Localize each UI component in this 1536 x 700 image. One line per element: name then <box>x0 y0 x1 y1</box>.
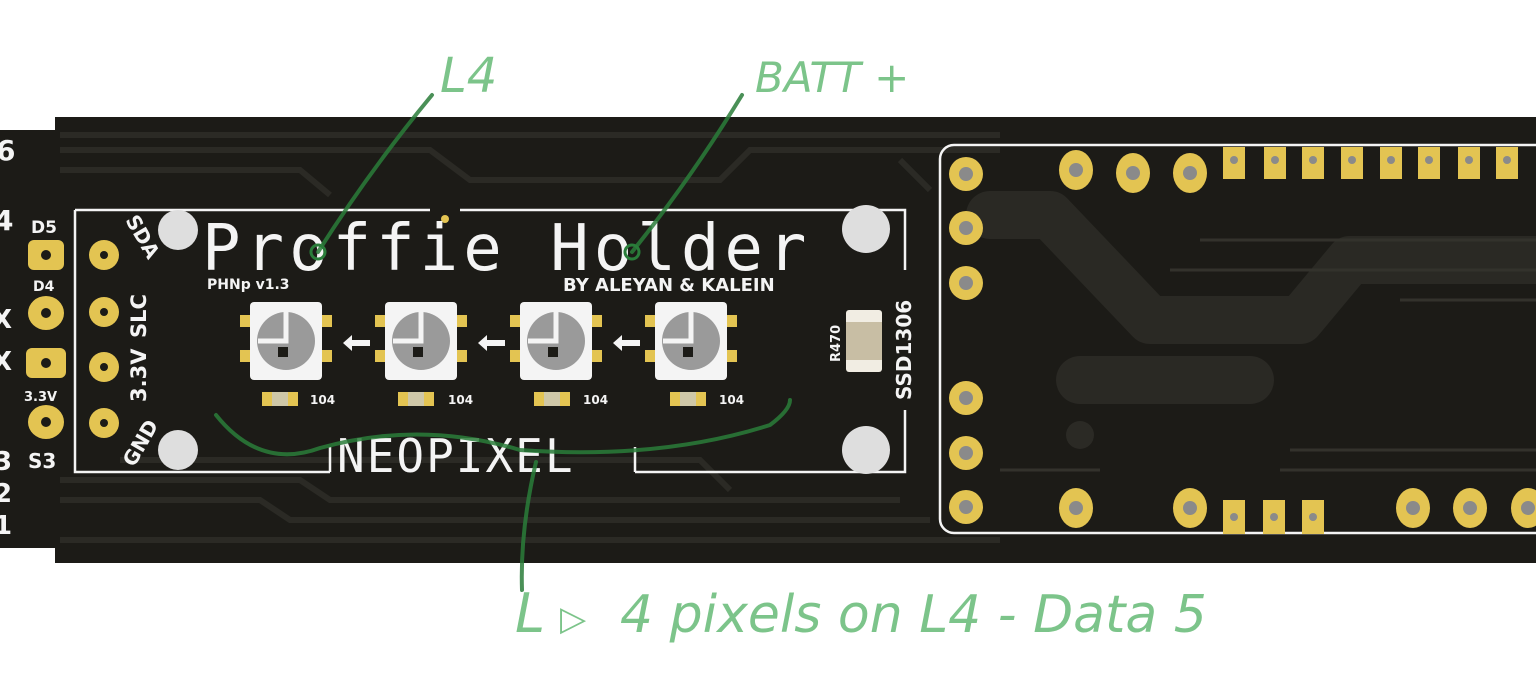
capacitors: 104 104 104 104 <box>262 392 744 407</box>
annotation-note-arrow: ▷ <box>560 599 587 639</box>
mount-hole-tr <box>842 205 890 253</box>
mount-hole-br <box>842 426 890 474</box>
resistor-r470: R470 <box>829 310 882 372</box>
annotation-note-prefix: L <box>515 582 545 645</box>
led-2 <box>375 302 467 380</box>
oled-bottom-pads <box>1059 488 1536 534</box>
cap-3-label: 104 <box>583 393 608 407</box>
board-credit: BY ALEYAN & KALEIN <box>563 275 775 296</box>
oled-label: SSD1306 <box>892 300 916 400</box>
edge-pins: D5 D4 3.3V S3 <box>24 218 66 473</box>
oled-top-pads <box>1059 150 1207 193</box>
cap-4-label: 104 <box>719 393 744 407</box>
led-4 <box>645 302 737 380</box>
edge-partial-4: 4 <box>0 204 13 237</box>
annotation-l4: L4 <box>440 48 497 104</box>
board-version: PHNp v1.3 <box>207 277 290 293</box>
pcb-board <box>0 117 1536 563</box>
edge-pin-s3-label: S3 <box>28 449 56 473</box>
resistor-label: R470 <box>829 325 844 362</box>
edge-pin-d4-label: D4 <box>33 279 55 295</box>
led-1 <box>240 302 332 380</box>
data-flow-arrows <box>343 335 640 351</box>
neopixel-leds <box>240 302 737 380</box>
edge-partial-2: 2 <box>0 479 12 509</box>
edge-partial-x2: X <box>0 347 12 377</box>
led-3 <box>510 302 602 380</box>
batt-pointer <box>630 93 744 254</box>
mount-hole-bl <box>158 430 198 470</box>
oled-left-pads <box>949 157 983 524</box>
cap-4: 104 <box>670 392 744 407</box>
edge-partial-x1: X <box>0 305 12 335</box>
annotations: L4 BATT + L ▷ 4 pixels on L4 - Data 5 <box>214 48 1207 645</box>
edge-partial-labels: 6 4 X X 3 2 1 <box>0 134 15 541</box>
connector-pins <box>89 240 119 438</box>
cap-2-label: 104 <box>448 393 473 407</box>
cap-1-label: 104 <box>310 393 335 407</box>
neopixel-underline <box>214 398 792 457</box>
cap-1: 104 <box>262 392 335 407</box>
annotation-batt: BATT + <box>755 53 909 102</box>
edge-pin-3v3-label: 3.3V <box>24 390 57 405</box>
cap-2: 104 <box>398 392 473 407</box>
fiducial <box>441 215 449 223</box>
board-title: Proffie Holder <box>202 212 811 286</box>
cap-3: 104 <box>534 392 608 407</box>
oled-module <box>938 143 1536 535</box>
l4-pointer <box>316 93 434 254</box>
edge-pin-d5-label: D5 <box>31 218 57 238</box>
edge-partial-3: 3 <box>0 447 12 477</box>
note-pointer <box>519 460 538 592</box>
pin-label-slc: SLC <box>127 294 151 338</box>
mount-hole-tl <box>158 210 198 250</box>
pin-label-3v3: 3.3V <box>127 348 151 402</box>
edge-partial-1: 1 <box>0 511 12 541</box>
annotation-note: 4 pixels on L4 - Data 5 <box>620 585 1207 645</box>
edge-partial-6: 6 <box>0 134 15 167</box>
holder-outline <box>73 208 907 474</box>
